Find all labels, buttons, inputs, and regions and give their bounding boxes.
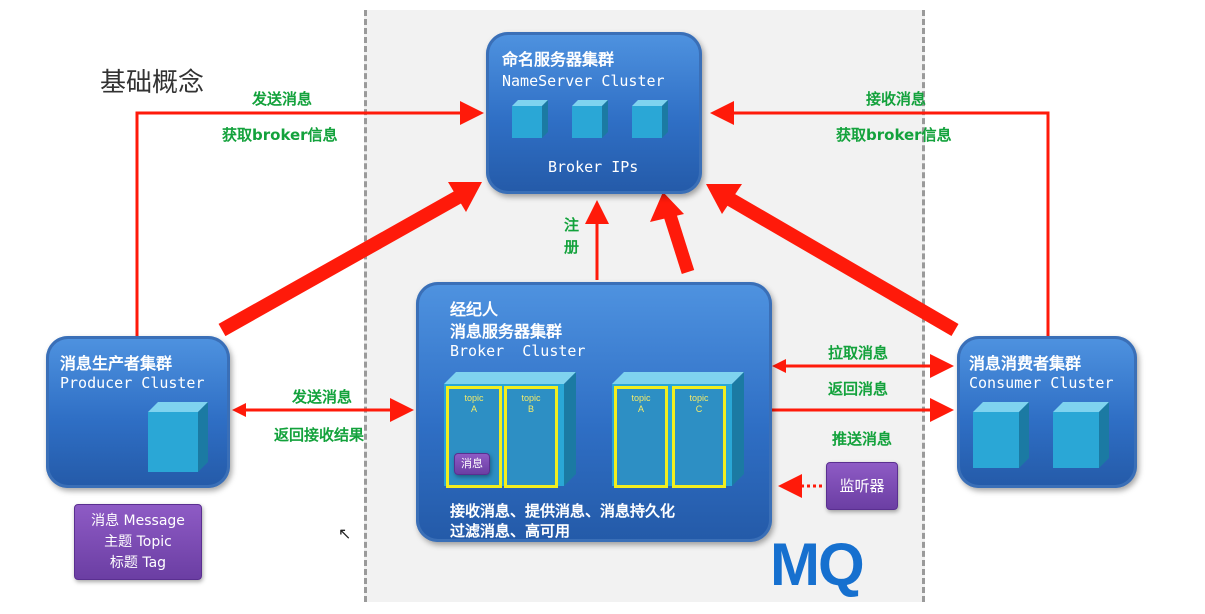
consumer-cluster-box: 消息消费者集群 Consumer Cluster — [957, 336, 1137, 488]
mq-logo: MQ — [770, 531, 865, 598]
concept-topic: 主题 Topic — [104, 534, 172, 550]
label-consumer-push: 推送消息 — [832, 430, 893, 448]
nameserver-cubes — [512, 100, 668, 138]
broker-en-label: Broker Cluster — [450, 342, 586, 360]
label-consumer-get-broker: 获取broker信息 — [836, 126, 952, 144]
arrow-consumer-to-nameserver — [710, 101, 1050, 340]
broker-cn-label-1: 经纪人 — [450, 300, 499, 319]
mouse-cursor-icon: ↖ — [338, 524, 352, 543]
broker-features-1: 接收消息、提供消息、消息持久化 — [450, 502, 676, 520]
message-box: 消息 — [454, 453, 490, 475]
nameserver-cn-label: 命名服务器集群 — [502, 50, 615, 69]
concepts-box: 消息 Message 主题 Topic 标题 Tag — [74, 504, 202, 580]
cube-icon — [632, 100, 668, 138]
label-producer-return: 返回接收结果 — [274, 426, 365, 444]
cube-icon — [512, 100, 548, 138]
producer-en-label: Producer Cluster — [60, 374, 205, 392]
producer-cube — [148, 402, 208, 472]
consumer-en-label: Consumer Cluster — [969, 374, 1114, 392]
arrow-producer-to-nameserver — [135, 101, 484, 340]
thick-arrow-consumer — [724, 191, 959, 337]
cube-icon — [148, 402, 208, 472]
thick-arrow-producer — [218, 189, 464, 337]
label-consumer-receive-ns: 接收消息 — [866, 90, 927, 108]
producer-cluster-box: 消息生产者集群 Producer Cluster — [46, 336, 230, 488]
arrowhead-back-producer — [232, 403, 246, 417]
consumer-cn-label: 消息消费者集群 — [969, 354, 1082, 373]
label-consumer-return: 返回消息 — [828, 380, 889, 398]
listener-box: 监听器 — [826, 462, 898, 510]
thick-arrow-broker — [662, 210, 695, 274]
thick-arrowhead-broker — [650, 192, 684, 222]
thick-arrowhead-consumer — [706, 184, 742, 214]
concept-message: 消息 Message — [91, 513, 185, 529]
label-register: 注 册 — [564, 216, 580, 256]
label-producer-send-ns: 发送消息 — [252, 90, 313, 108]
cube-icon — [1053, 402, 1109, 468]
consumer-cubes — [973, 402, 1109, 468]
nameserver-broker-ips: Broker IPs — [548, 158, 639, 176]
broker-features-2: 过滤消息、高可用 — [450, 522, 571, 540]
nameserver-en-label: NameServer Cluster — [502, 72, 665, 90]
nameserver-cluster-box: 命名服务器集群 NameServer Cluster Broker IPs — [486, 32, 702, 194]
cube-icon — [572, 100, 608, 138]
producer-cn-label: 消息生产者集群 — [60, 354, 173, 373]
thick-arrowhead-producer — [448, 182, 482, 212]
label-consumer-pull: 拉取消息 — [828, 344, 889, 362]
broker-cn-label-2: 消息服务器集群 — [450, 322, 563, 341]
concept-tag: 标题 Tag — [109, 555, 167, 571]
label-producer-get-broker: 获取broker信息 — [222, 126, 338, 144]
cube-icon — [973, 402, 1029, 468]
page-title: 基础概念 — [100, 68, 205, 98]
arrowhead-pull-back — [772, 359, 786, 373]
label-producer-send: 发送消息 — [292, 388, 353, 406]
